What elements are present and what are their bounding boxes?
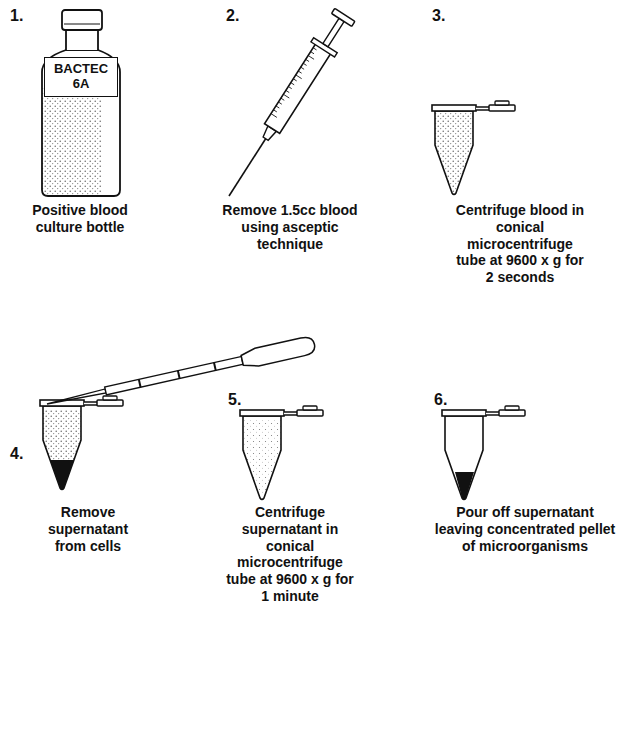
- step-caption: Positive blood culture bottle: [20, 202, 140, 236]
- microcentrifuge-tube: [40, 396, 123, 500]
- microcentrifuge-tube: [432, 101, 515, 203]
- pipette: [45, 335, 316, 412]
- step-number: 5.: [228, 390, 258, 409]
- step-caption: Centrifuge supernatant in conical microc…: [222, 504, 358, 605]
- step-number: 3.: [432, 6, 462, 25]
- step-number: 4.: [10, 444, 40, 463]
- microcentrifuge-tube: [442, 406, 525, 500]
- step-caption: Remove 1.5cc blood using asceptic techni…: [210, 202, 370, 252]
- step-number: 2.: [226, 6, 256, 25]
- culture-bottle: [42, 10, 120, 196]
- step-number: 1.: [10, 6, 40, 25]
- bottle-label: BACTEC 6A: [44, 57, 118, 97]
- microcentrifuge-tube: [240, 406, 323, 510]
- step-number: 6.: [434, 390, 464, 409]
- step-caption: Remove supernatant from cells: [38, 504, 138, 554]
- syringe: [217, 7, 356, 203]
- label-text: BACTEC 6A: [51, 62, 111, 92]
- step-caption: Pour off supernatant leaving concentrate…: [432, 504, 618, 554]
- step-caption: Centrifuge blood in conical microcentrif…: [452, 202, 588, 286]
